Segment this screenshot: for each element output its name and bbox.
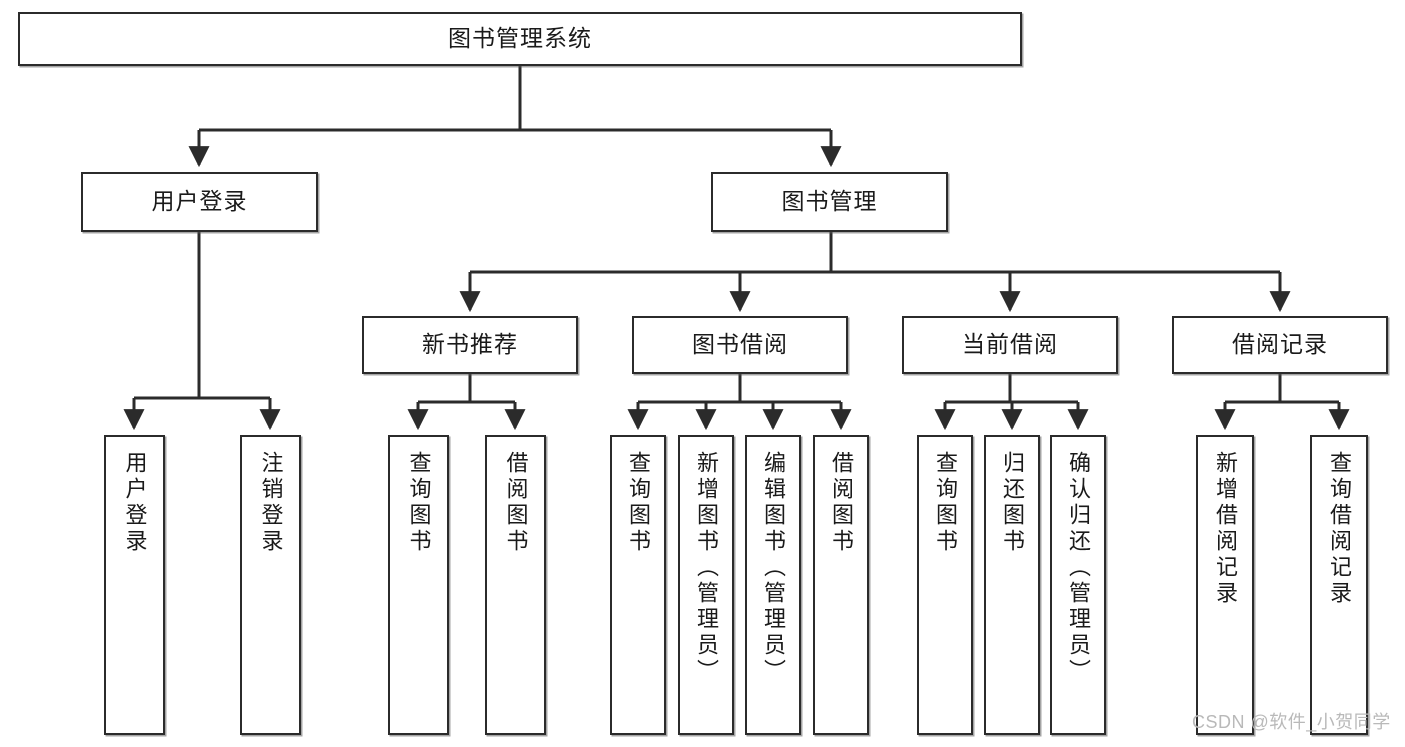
- node-leaf-bb-add-book-label: 新增图书（管理员）: [693, 451, 719, 685]
- node-leaf-bb-borrow-book[interactable]: 借阅图书: [813, 435, 869, 735]
- node-leaf-bb-borrow-book-label: 借阅图书: [828, 451, 854, 555]
- node-leaf-user-login[interactable]: 用户登录: [104, 435, 165, 735]
- node-leaf-cb-query-book-label: 查询图书: [932, 451, 958, 555]
- node-leaf-br-query-record[interactable]: 查询借阅记录: [1310, 435, 1368, 735]
- node-leaf-nbr-borrow-book-label: 借阅图书: [503, 451, 529, 555]
- node-user-login-label: 用户登录: [151, 188, 248, 215]
- node-borrow-record-label: 借阅记录: [1232, 331, 1328, 358]
- node-leaf-nbr-query-book[interactable]: 查询图书: [388, 435, 449, 735]
- node-borrow-record[interactable]: 借阅记录: [1172, 316, 1388, 374]
- watermark-text: CSDN @软件_小贺同学: [1192, 712, 1391, 732]
- node-leaf-cb-confirm-return[interactable]: 确认归还（管理员）: [1050, 435, 1106, 735]
- node-root[interactable]: 图书管理系统: [18, 12, 1022, 66]
- node-leaf-bb-query-book-label: 查询图书: [625, 451, 651, 555]
- node-current-borrow[interactable]: 当前借阅: [902, 316, 1118, 374]
- node-leaf-bb-query-book[interactable]: 查询图书: [610, 435, 666, 735]
- node-leaf-br-add-record[interactable]: 新增借阅记录: [1196, 435, 1254, 735]
- watermark: CSDN @软件_小贺同学: [1192, 708, 1391, 734]
- node-leaf-nbr-borrow-book[interactable]: 借阅图书: [485, 435, 546, 735]
- node-leaf-br-query-record-label: 查询借阅记录: [1326, 451, 1352, 607]
- node-leaf-bb-edit-book-label: 编辑图书（管理员）: [760, 451, 786, 685]
- node-leaf-user-logout-label: 注销登录: [258, 451, 284, 555]
- node-leaf-user-login-label: 用户登录: [122, 451, 148, 555]
- node-new-book-recommend[interactable]: 新书推荐: [362, 316, 578, 374]
- node-book-borrow[interactable]: 图书借阅: [632, 316, 848, 374]
- node-leaf-user-logout[interactable]: 注销登录: [240, 435, 301, 735]
- node-user-login[interactable]: 用户登录: [81, 172, 318, 232]
- node-book-manage-label: 图书管理: [781, 188, 878, 215]
- node-new-book-recommend-label: 新书推荐: [422, 331, 518, 358]
- node-leaf-cb-confirm-return-label: 确认归还（管理员）: [1065, 451, 1091, 685]
- node-current-borrow-label: 当前借阅: [962, 331, 1058, 358]
- node-leaf-cb-return-book[interactable]: 归还图书: [984, 435, 1040, 735]
- node-book-borrow-label: 图书借阅: [692, 331, 788, 358]
- node-leaf-nbr-query-book-label: 查询图书: [406, 451, 432, 555]
- node-leaf-cb-query-book[interactable]: 查询图书: [917, 435, 973, 735]
- node-leaf-br-add-record-label: 新增借阅记录: [1212, 451, 1238, 607]
- node-leaf-cb-return-book-label: 归还图书: [999, 451, 1025, 555]
- node-root-label: 图书管理系统: [448, 25, 592, 52]
- node-leaf-bb-add-book[interactable]: 新增图书（管理员）: [678, 435, 734, 735]
- node-leaf-bb-edit-book[interactable]: 编辑图书（管理员）: [745, 435, 801, 735]
- node-book-manage[interactable]: 图书管理: [711, 172, 948, 232]
